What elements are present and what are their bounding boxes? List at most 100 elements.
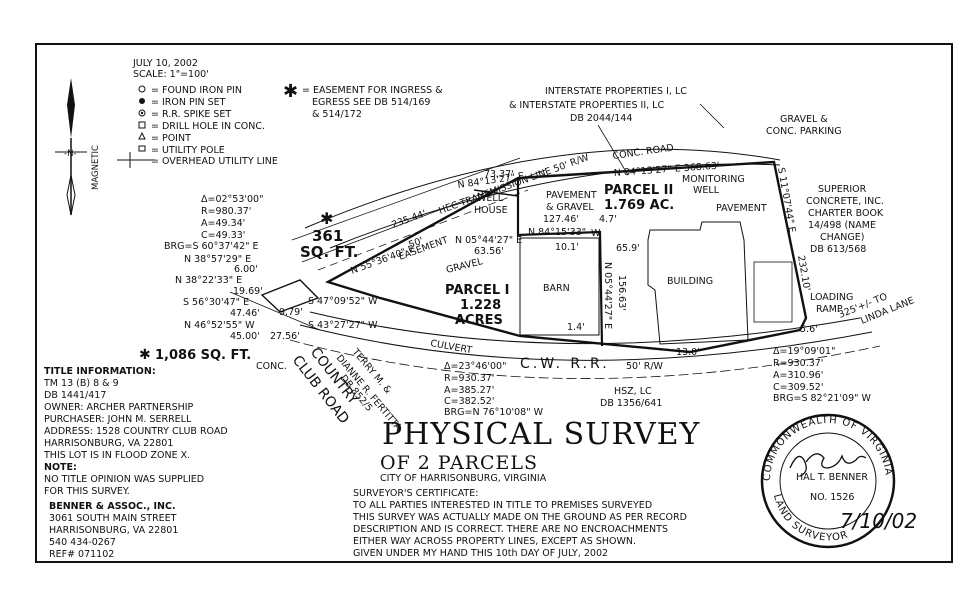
svg-text:Δ=02°53'00": Δ=02°53'00" [201, 194, 263, 205]
sq1086-asterisk-icon: ✱ [139, 347, 151, 363]
svg-text:540 434-0267: 540 434-0267 [49, 537, 116, 548]
railroad-row-lower [299, 324, 873, 361]
svg-text:ADDRESS: 1528 COUNTRY CLUB RO: ADDRESS: 1528 COUNTRY CLUB ROAD [44, 426, 228, 437]
surveyor-seal: COMMONWEALTH OF VIRGINIA LAND SURVEYOR H… [760, 413, 917, 549]
svg-text:HARRISONBURG, VA 22801: HARRISONBURG, VA 22801 [49, 525, 178, 536]
distance-19: 19.69' [233, 286, 263, 297]
svg-text:BRG=S 60°37'42" E: BRG=S 60°37'42" E [164, 241, 259, 252]
gravel-parking-1: GRAVEL & [780, 114, 828, 125]
svg-text:R=930.37': R=930.37' [773, 358, 823, 369]
svg-text:-N-: -N- [64, 149, 77, 159]
interstate-owner-2: & INTERSTATE PROPERTIES II, LC [509, 100, 664, 111]
parcel-1-label: PARCEL I [445, 283, 509, 298]
building-outline [647, 221, 749, 345]
distance-13: 13.0' [676, 347, 700, 358]
conc-road-label: CONC. ROAD [612, 143, 675, 162]
pavement-label: PAVEMENT [716, 203, 767, 214]
loading-ramp-outline [753, 261, 793, 323]
north-arrow-icon: -N- [55, 78, 87, 216]
svg-text:R=980.37': R=980.37' [201, 206, 251, 217]
monitoring-well-2: WELL [693, 185, 720, 196]
distance-10: 10.1' [555, 242, 579, 253]
railroad-row-centerline [289, 339, 881, 379]
bearing-n46: N 46°52'55" W [184, 320, 255, 331]
svg-text:SURVEYOR'S CERTIFICATE:: SURVEYOR'S CERTIFICATE: [353, 488, 478, 499]
svg-text:HAL T. BENNER: HAL T. BENNER [796, 472, 868, 483]
bearing-east: S 11°07'44" E [775, 167, 797, 234]
svg-text:C=49.33': C=49.33' [201, 230, 245, 241]
svg-text:THIS LOT IS IN FLOOD ZONE X.: THIS LOT IS IN FLOOD ZONE X. [43, 450, 190, 461]
svg-text:Δ=23°46'00": Δ=23°46'00" [444, 361, 506, 372]
svg-text:EITHER WAY ACROSS PROPERTY LIN: EITHER WAY ACROSS PROPERTY LINES, EXCEPT… [353, 536, 636, 547]
distance-63: 63.56' [474, 246, 504, 257]
distance-73: 73.37' [484, 169, 514, 180]
railroad-label: C.W. R.R. [520, 356, 610, 372]
survey-scale: SCALE: 1"=100' [133, 69, 209, 80]
distance-156: 156.63' [616, 275, 627, 311]
building-label: BUILDING [667, 276, 713, 287]
railroad-row-upper [309, 311, 861, 345]
loading-label: LOADING [810, 292, 853, 303]
lot-361-outline [260, 279, 320, 313]
curve-2-data: Δ=23°46'00" R=930.37' A=385.27' C=382.52… [444, 361, 544, 418]
curve-3-data: Δ=19°09'01" R=930.37' A=310.96' C=309.52… [773, 346, 872, 404]
gravel-parking-2: CONC. PARKING [766, 126, 842, 137]
survey-date: JULY 10, 2002 [132, 58, 198, 69]
easement-legend-3: & 514/172 [312, 109, 362, 120]
svg-text:BRG=S 82°21'09" W: BRG=S 82°21'09" W [773, 393, 872, 404]
distance-65: 65.9' [616, 243, 640, 254]
svg-text:NOTE:: NOTE: [44, 462, 77, 473]
distance-9-79: 9.79' [279, 307, 303, 318]
curve-1-data: Δ=02°53'00" R=980.37' A=49.34' C=49.33' … [164, 194, 263, 252]
svg-text:= UTILITY POLE: = UTILITY POLE [151, 145, 225, 156]
bearing-vertical: N 05°44'27" E [602, 262, 613, 329]
svg-text:C=309.52': C=309.52' [773, 382, 823, 393]
bearing-s56: S 56°30'47" E [183, 297, 249, 308]
sheet-border [35, 43, 953, 563]
gravel-label: GRAVEL [445, 256, 485, 276]
distance-6: 6.00' [234, 264, 258, 275]
bearing-n84-15: N 84°15'33" [528, 227, 586, 238]
svg-text:BRG=N 76°10'08" W: BRG=N 76°10'08" W [444, 407, 544, 418]
parcel-divider [516, 178, 604, 347]
city-label: CITY OF HARRISONBURG, VIRGINIA [380, 473, 547, 484]
easement-line [317, 189, 529, 271]
distance-47: 47.46' [230, 308, 260, 319]
svg-text:= OVERHEAD UTILITY LINE: = OVERHEAD UTILITY LINE [151, 156, 278, 167]
svg-text:Δ=19°09'01": Δ=19°09'01" [773, 346, 835, 357]
distance-1-4: 1.4' [567, 322, 585, 333]
legend-symbols [117, 85, 155, 168]
distance-4-7: 4.7' [599, 214, 617, 225]
svg-text:PURCHASER: JOHN M. SERRELL: PURCHASER: JOHN M. SERRELL [44, 414, 192, 425]
svg-text:R=930.37': R=930.37' [444, 373, 494, 384]
legend-text: = FOUND IRON PIN = IRON PIN SET = R.R. S… [151, 85, 278, 167]
distance-5-6: 5.6' [800, 324, 818, 335]
parcel-boundary [324, 160, 808, 354]
bearing-n38-57: N 38°57'29" E [184, 254, 251, 265]
svg-text:CHANGE): CHANGE) [820, 232, 864, 243]
signature-mark [789, 453, 867, 477]
svg-text:DB 1441/417: DB 1441/417 [44, 390, 106, 401]
hec-line-a [291, 157, 521, 241]
parcel-2-area: 1.769 AC. [604, 198, 674, 213]
svg-text:TITLE INFORMATION:: TITLE INFORMATION: [44, 366, 156, 377]
svg-text:CONCRETE, INC.: CONCRETE, INC. [806, 196, 884, 207]
parcel-2-label: PARCEL II [604, 183, 673, 198]
hsz-owner: HSZ, LC [614, 386, 652, 397]
ramp-label: RAMP [816, 304, 843, 315]
svg-text:DB 613/568: DB 613/568 [810, 244, 866, 255]
svg-text:= POINT: = POINT [151, 133, 191, 144]
svg-text:FOR THIS SURVEY.: FOR THIS SURVEY. [44, 486, 130, 497]
svg-text:= DRILL HOLE IN CONC.: = DRILL HOLE IN CONC. [151, 121, 265, 132]
iron-pin-set-icon [139, 98, 145, 104]
sq1086-label: 1,086 SQ. FT. [155, 348, 251, 363]
rr-spike-icon [138, 109, 146, 117]
svg-text:A=310.96': A=310.96' [773, 370, 823, 381]
title-information: TITLE INFORMATION: TM 13 (B) 8 & 9 DB 14… [43, 366, 228, 497]
svg-text:CHARTER BOOK: CHARTER BOOK [808, 208, 884, 219]
svg-text:A=49.34': A=49.34' [201, 218, 245, 229]
svg-text:TO ALL PARTIES INTERESTED IN T: TO ALL PARTIES INTERESTED IN TITLE TO PR… [352, 500, 652, 511]
barn-outline [519, 237, 600, 336]
